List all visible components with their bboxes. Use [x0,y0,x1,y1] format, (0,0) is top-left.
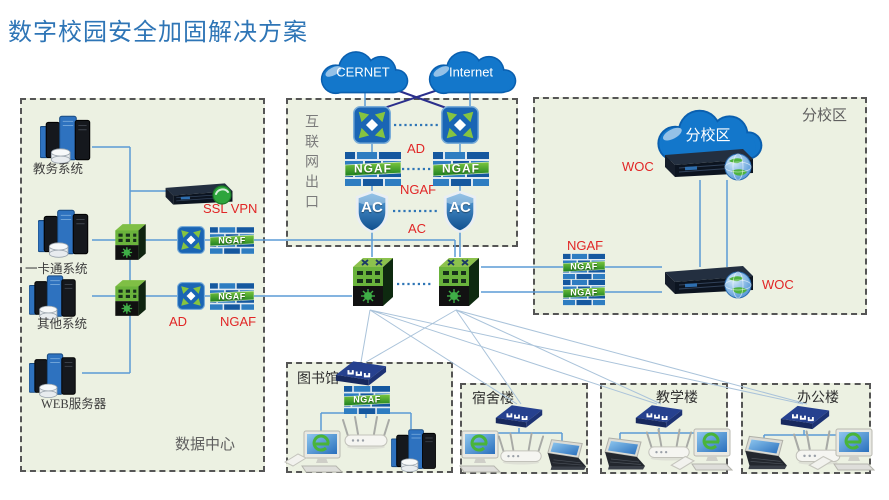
access-switch-icon [494,402,544,430]
tablet-icon [805,454,833,472]
ssl-vpn-badge-icon [212,185,232,205]
laptop-icon [599,436,647,472]
ngaf-banner-label: NGAF [218,291,246,302]
ad-load-balancer-icon [177,282,205,310]
ngaf-firewall-icon: NGAF [433,152,489,186]
page-title: 数字校园安全加固解决方案 [8,20,308,46]
desktop-computer-icon [301,430,343,474]
ac-shield-icon: AC [441,189,479,234]
globe-icon [723,152,753,182]
ngaf-firewall-icon: NGAF [210,227,254,254]
cube-switch-icon [112,221,148,263]
cernet-cloud-label: CERNET [336,64,390,80]
zone-datacenter-label: 数据中心 [175,437,236,453]
server-group-2-label: 一卡通系统 [25,262,88,276]
globe-icon [723,270,753,300]
ngaf-firewall-icon: NGAF [210,283,254,310]
ngaf-banner-label: NGAF [570,287,598,298]
branch-ngaf-label: NGAF [567,238,604,253]
desktop-computer-icon [459,430,501,474]
cernet-cloud-icon: CERNET [306,48,420,98]
ngaf-firewall-icon: NGAF [563,279,605,306]
tablet-icon [281,452,307,468]
server-group-3-label: 其他系统 [37,317,88,331]
ad-load-balancer-icon [352,106,392,144]
core-switch-icon [435,254,481,310]
exit-ngaf-label: NGAF [400,182,437,197]
ac-shield-label: AC [361,199,383,217]
datacenter-ad-label: AD [169,314,188,329]
ngaf-banner-label: NGAF [442,161,480,176]
exit-ac-label: AC [408,221,427,236]
ngaf-banner-label: NGAF [570,261,598,272]
ngaf-banner-label: NGAF [353,394,381,405]
access-switch-icon [334,358,388,388]
ngaf-banner-label: NGAF [354,161,392,176]
ad-load-balancer-icon [177,226,205,254]
zone-internet-exit-label: 互联网出口 [303,114,318,214]
exit-ad-label: AD [407,141,426,156]
zone-branch-label: 分校区 [801,108,847,124]
ngaf-firewall-icon: NGAF [563,253,605,280]
server-group-4-label: WEB服务器 [41,397,107,411]
ac-shield-label: AC [449,199,471,217]
internet-cloud-icon: Internet [418,48,524,98]
ad-load-balancer-icon [440,106,480,144]
server-cluster-icon [38,206,96,260]
internet-cloud-label: Internet [448,64,494,80]
server-cluster-icon [389,426,445,474]
laptop-icon [542,438,588,472]
cube-switch-icon [112,277,148,319]
desktop-computer-icon [691,428,733,472]
server-group-1-label: 教务系统 [33,162,84,176]
ngaf-banner-label: NGAF [218,235,246,246]
branch-woc-bottom-label: WOC [762,277,794,292]
zone-library-label: 图书馆 [297,372,339,387]
core-switch-icon [349,254,395,310]
laptop-icon [739,434,789,472]
wireless-router-icon [340,414,392,450]
ngaf-firewall-icon: NGAF [343,386,391,414]
ngaf-firewall-icon: NGAF [345,152,401,186]
branch-cloud-label: 分校区 [685,126,731,144]
wireless-router-icon [496,430,546,466]
ac-shield-icon: AC [353,189,391,234]
desktop-computer-icon [833,427,875,473]
datacenter-ngaf-label: NGAF [220,314,257,329]
